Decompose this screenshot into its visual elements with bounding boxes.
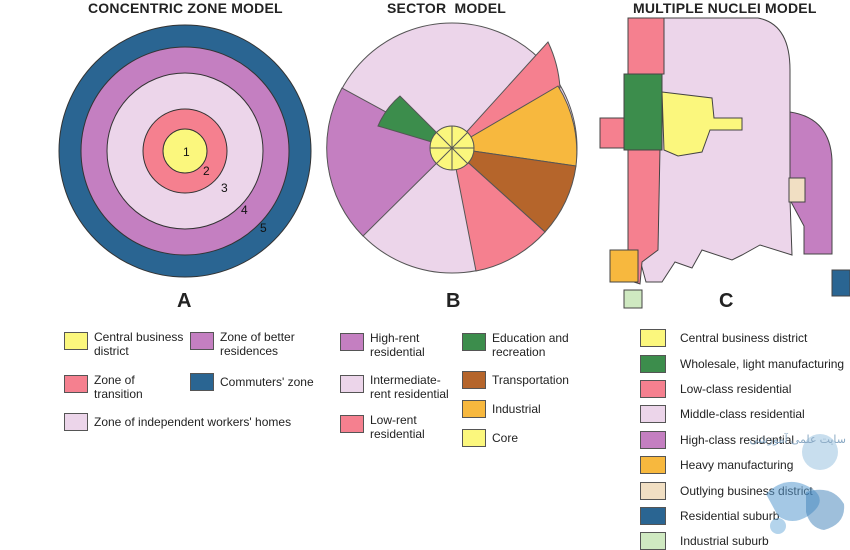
panel-letter-b: B	[446, 290, 461, 312]
legend-label: Zone of transition	[94, 373, 143, 401]
legend-b-item: Industrial	[462, 400, 582, 418]
legend-label: Industrial	[492, 402, 541, 416]
legend-swatch	[640, 482, 666, 500]
low-class-area	[627, 17, 665, 285]
legend-a-item: Zone of transition	[64, 373, 164, 401]
cbd-circle	[162, 128, 208, 174]
legend-swatch	[640, 431, 666, 449]
legend-label: Central business district	[680, 331, 808, 345]
legend-swatch	[640, 532, 666, 550]
legend-c-item: Middle-class residential	[640, 405, 805, 423]
legend-label: Education and recreation	[492, 331, 569, 359]
legend-label: Heavy manufacturing	[680, 458, 794, 472]
legend-c-item: High-class residential	[640, 431, 794, 449]
legend-label: Zone of independent workers' homes	[94, 415, 292, 429]
zone-number-4: 4	[241, 203, 248, 217]
legend-a-item: Commuters' zone	[190, 373, 330, 391]
watermark-text: سایت علمی آموزشی	[749, 434, 846, 446]
legend-swatch	[640, 329, 666, 347]
legend-swatch	[640, 405, 666, 423]
sector-model-diagram	[326, 22, 578, 274]
industrial-suburb-block	[623, 289, 643, 309]
legend-swatch	[340, 333, 364, 351]
sector-low-rent-south	[451, 146, 546, 272]
low-class-west-block	[599, 117, 629, 149]
zone-number-1: 1	[183, 145, 190, 159]
legend-swatch	[190, 373, 214, 391]
legend-swatch	[640, 456, 666, 474]
legend-swatch	[462, 400, 486, 418]
legend-label: Transportation	[492, 373, 569, 387]
legend-swatch	[462, 429, 486, 447]
legend-swatch	[340, 375, 364, 393]
legend-label: Zone of better residences	[220, 330, 295, 358]
zone-number-3: 3	[221, 181, 228, 195]
legend-label: Intermediate-rent residential	[370, 373, 449, 401]
legend-c-item: Low-class residential	[640, 380, 791, 398]
legend-c-item: Central business district	[640, 329, 807, 347]
sector-high-rent-west	[326, 87, 453, 237]
sector-low-rent-north	[451, 41, 561, 149]
legend-swatch	[340, 415, 364, 433]
residential-suburb-block	[831, 269, 850, 297]
legend-swatch	[190, 332, 214, 350]
site-logo-watermark	[766, 434, 845, 534]
legend-swatch	[462, 333, 486, 351]
legend-label: Middle-class residential	[680, 407, 805, 421]
legend-swatch	[64, 332, 88, 350]
legend-a-item: Central business district	[64, 330, 184, 358]
legend-b-item: Transportation	[462, 371, 582, 389]
panel-letter-c: C	[719, 290, 734, 312]
legend-b-item: Core	[462, 429, 582, 447]
legend-a-item: Zone of better residences	[190, 330, 320, 358]
legend-label: High-rent residential	[370, 331, 425, 359]
sector-education	[377, 95, 453, 149]
zone-number-5: 5	[260, 221, 267, 235]
legend-b-item: Intermediate-rent residential	[340, 373, 460, 401]
heavy-manufacturing-block	[609, 249, 639, 283]
legend-c-item: Wholesale, light manufacturing	[640, 355, 844, 373]
wholesale-block	[623, 73, 663, 151]
outlying-business-block	[788, 177, 806, 203]
legend-c-item: Residential suburb	[640, 507, 779, 525]
legend-swatch	[640, 507, 666, 525]
legend-label: Central business district	[94, 330, 184, 358]
sector-model-title: SECTOR MODEL	[387, 0, 507, 16]
legend-swatch	[640, 380, 666, 398]
panel-letter-a: A	[177, 290, 192, 312]
legend-swatch	[462, 371, 486, 389]
sector-industrial	[450, 85, 578, 167]
concentric-zone-title: CONCENTRIC ZONE MODEL	[88, 0, 283, 16]
multiple-nuclei-diagram	[599, 17, 850, 309]
legend-b-item: Education and recreation	[462, 331, 582, 359]
legend-label: Industrial suburb	[680, 534, 769, 548]
legend-label: Low-class residential	[680, 382, 792, 396]
legend-label: Low-rent residential	[370, 413, 425, 441]
legend-swatch	[64, 413, 88, 431]
legend-swatch	[64, 375, 88, 393]
legend-label: Commuters' zone	[220, 375, 314, 389]
high-class-area	[789, 111, 833, 255]
legend-c-item: Heavy manufacturing	[640, 456, 793, 474]
legend-b-item: High-rent residential	[340, 331, 452, 359]
legend-label: Wholesale, light manufacturing	[680, 357, 845, 371]
zone-number-2: 2	[203, 164, 210, 178]
legend-label: High-class residential	[680, 433, 795, 447]
legend-a-item: Zone of independent workers' homes	[64, 413, 324, 431]
cbd-block	[661, 91, 743, 157]
legend-label: Residential suburb	[680, 509, 780, 523]
legend-label: Core	[492, 431, 519, 445]
multiple-nuclei-title: MULTIPLE NUCLEI MODEL	[633, 0, 817, 16]
legend-swatch	[640, 355, 666, 373]
legend-b-item: Low-rent residential	[340, 413, 452, 441]
